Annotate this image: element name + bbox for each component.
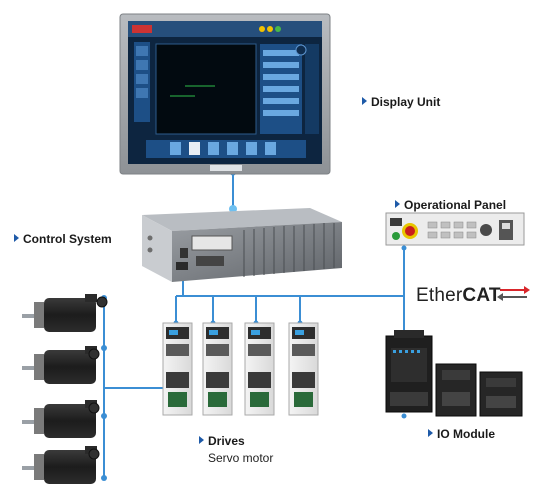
drives-label: Drives	[199, 434, 245, 448]
ethercat-arrow-icon	[497, 286, 530, 301]
drive-unit-1	[162, 322, 193, 416]
drives-label-text: Drives	[208, 434, 245, 448]
display-unit	[119, 13, 331, 175]
servo-motor-2	[22, 346, 100, 384]
drive-unit-2	[202, 322, 233, 416]
display-unit-label: Display Unit	[362, 95, 440, 109]
operational-panel-label: Operational Panel	[395, 198, 506, 212]
drive-unit-3	[244, 322, 275, 416]
io-module-expansion-1	[435, 363, 477, 417]
label-marker-icon	[395, 200, 400, 208]
servo-motor-label: Servo motor	[208, 451, 274, 465]
servo-motor-3	[22, 400, 100, 438]
label-marker-icon	[14, 234, 19, 242]
display-unit-label-text: Display Unit	[371, 95, 441, 109]
control-system-unit	[142, 208, 342, 282]
drive-unit-4	[288, 322, 319, 416]
io-module-label-text: IO Module	[437, 427, 495, 441]
control-system-label: Control System	[14, 232, 112, 246]
label-marker-icon	[428, 429, 433, 437]
operational-panel-unit	[385, 212, 525, 246]
servo-motor-1	[22, 294, 108, 332]
ethercat-logo-part1: Ether	[416, 285, 463, 306]
operational-panel-label-text: Operational Panel	[404, 198, 507, 212]
label-marker-icon	[362, 97, 367, 105]
io-module-main	[385, 330, 433, 419]
control-system-label-text: Control System	[23, 232, 112, 246]
servo-motor-4	[22, 446, 100, 484]
ethercat-network-lines	[103, 172, 405, 478]
ethercat-logo: EtherCAT	[416, 285, 501, 307]
io-module-label: IO Module	[428, 427, 495, 441]
label-marker-icon	[199, 436, 204, 444]
io-module-expansion-2	[479, 371, 523, 417]
ethercat-logo-part2: CAT	[462, 285, 501, 306]
